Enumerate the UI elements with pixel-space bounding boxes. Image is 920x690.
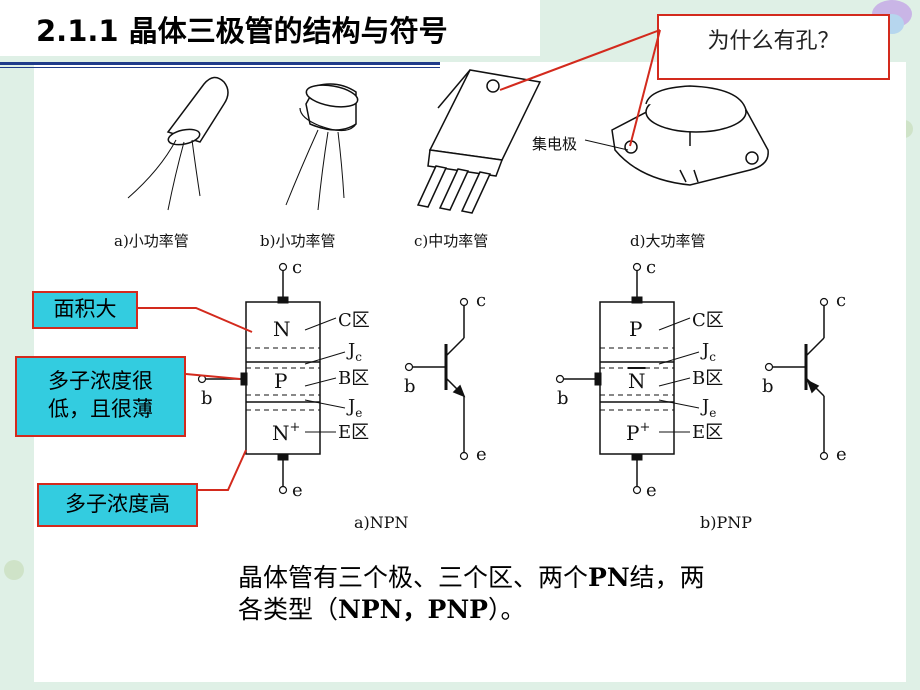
pnp-label-b-zone: B区	[692, 368, 723, 389]
pnp-region-collector: P	[629, 317, 642, 341]
pnp-terminal-b: b	[557, 388, 569, 409]
callout-thin-low-doping: 多子浓度很 低，且很薄	[15, 356, 186, 437]
package-caption-c: c)中功率管	[414, 232, 489, 250]
npn-label-b-zone: B区	[338, 368, 369, 389]
title-underline	[0, 62, 440, 65]
pnp-structure	[555, 262, 700, 495]
npn-symbol-c: c	[476, 290, 486, 311]
pnp-region-emitter: P+	[626, 420, 650, 445]
question-callout: 为什么有孔？	[657, 14, 890, 80]
callout-high-doping-text: 多子浓度高	[65, 492, 170, 516]
pnp-symbol-b: b	[762, 376, 774, 397]
pnp-symbol-c: c	[836, 290, 846, 311]
callout-area-large: 面积大	[32, 291, 138, 329]
callout-area-large-text: 面积大	[53, 297, 117, 321]
package-c-drawing	[416, 69, 542, 214]
npn-structure	[197, 262, 346, 495]
summary-line-1: 晶体管有三个极、三个区、两个PN结，两	[238, 563, 705, 592]
package-a-drawing	[127, 76, 229, 211]
callout-thin-line1: 多子浓度很	[48, 369, 153, 393]
npn-terminal-e: e	[292, 480, 303, 501]
pnp-label-c-zone: C区	[692, 310, 724, 331]
package-d-drawing	[611, 85, 769, 186]
pnp-label-jc: Jc	[700, 340, 716, 364]
package-b-drawing	[285, 83, 359, 211]
decor-bubble	[4, 560, 24, 580]
package-caption-a: a)小功率管	[114, 232, 189, 250]
pnp-symbol-e: e	[836, 444, 847, 465]
callout-thin-line2: 低，且很薄	[48, 397, 153, 421]
npn-label-jc: Jc	[346, 340, 362, 364]
npn-symbol-b: b	[404, 376, 416, 397]
question-leader-line	[499, 29, 661, 91]
pnp-terminal-c: c	[646, 257, 656, 278]
slide-title: 2.1.1 晶体三极管的结构与符号	[36, 14, 448, 48]
title-bar	[0, 0, 540, 56]
pnp-label-je: Je	[700, 396, 716, 420]
pnp-label-e-zone: E区	[692, 422, 723, 443]
npn-terminal-c: c	[292, 257, 302, 278]
package-caption-d: d)大功率管	[630, 232, 706, 250]
callout-leaders	[138, 307, 253, 491]
npn-label-c-zone: C区	[338, 310, 370, 331]
pnp-caption: b)PNP	[700, 513, 753, 532]
npn-label-je: Je	[346, 396, 362, 420]
npn-label-e-zone: E区	[338, 422, 369, 443]
pnp-terminal-e: e	[646, 480, 657, 501]
npn-terminal-b: b	[201, 388, 213, 409]
callout-high-doping: 多子浓度高	[37, 483, 198, 527]
question-leader-line	[629, 29, 661, 147]
collector-pointer-line	[584, 139, 629, 151]
summary-line-2: 各类型（NPN，PNP）。	[238, 595, 526, 624]
npn-region-emitter: N+	[272, 420, 300, 445]
package-caption-b: b)小功率管	[260, 232, 336, 250]
npn-region-base: P	[274, 369, 287, 393]
pnp-region-base: N	[628, 369, 646, 393]
npn-symbol	[404, 297, 469, 461]
pnp-symbol	[764, 297, 829, 461]
npn-symbol-e: e	[476, 444, 487, 465]
npn-caption: a)NPN	[354, 513, 409, 532]
collector-label: 集电极	[532, 135, 578, 153]
title-underline-thin	[0, 67, 440, 68]
npn-region-collector: N	[273, 317, 291, 341]
summary-text: 晶体管有三个极、三个区、两个PN结，两 各类型（NPN，PNP）。	[238, 562, 705, 626]
